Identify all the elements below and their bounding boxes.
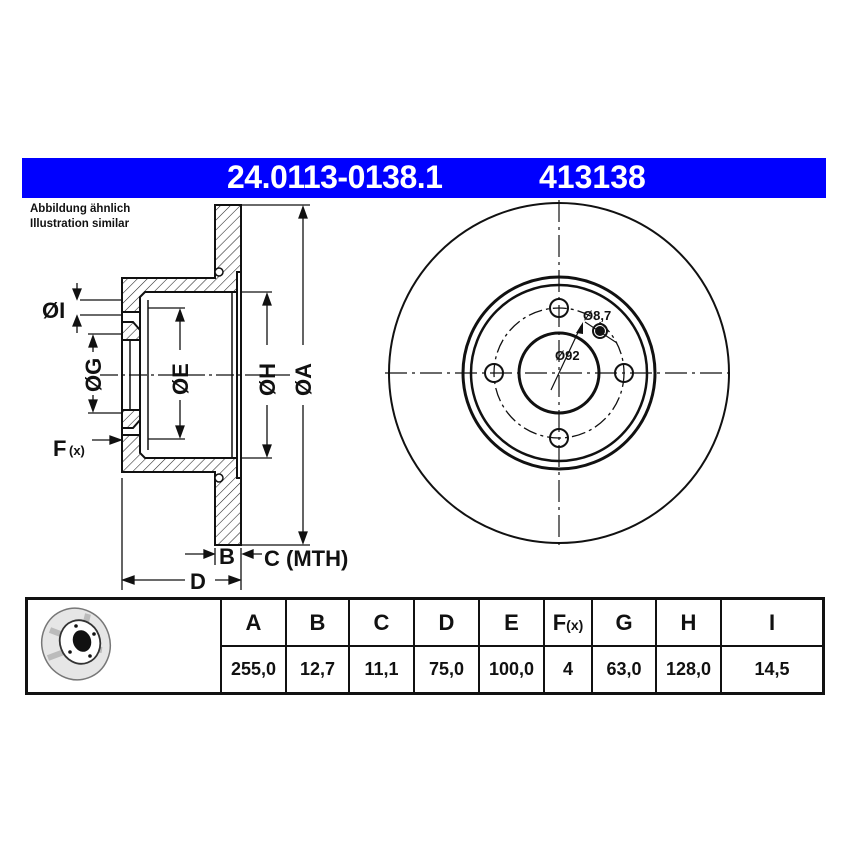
alt-part-number: 413138 [539,159,646,195]
technical-drawing: ØI ØG ØE ØH ØA F (x) B C (MTH) D Ø8,7 Ø9… [42,200,735,594]
note-german: Abbildung ähnlich [30,203,131,215]
value-A: 255,0 [220,645,287,695]
title-banner: 24.0113-0138.1 413138 [22,158,826,198]
header-G: G [591,597,657,647]
spec-table: A B C D E F(x) G H I 255,0 12,7 11,1 75,… [25,597,825,695]
header-D: D [413,597,480,647]
header-E: E [478,597,545,647]
illustration-note: Abbildung ähnlich Illustration similar [30,202,130,232]
value-F: 4 [543,645,593,695]
value-C: 11,1 [348,645,415,695]
label-B: B [219,544,235,569]
value-E: 100,0 [478,645,545,695]
header-A: A [220,597,287,647]
label-F: F [53,436,66,461]
header-H: H [655,597,722,647]
label-dia-A: ØA [291,363,316,396]
header-I: I [720,597,825,647]
label-dia-I: ØI [42,298,65,323]
part-number: 24.0113-0138.1 [227,159,443,195]
section-view [121,204,242,546]
label-dia-E: ØE [168,363,193,395]
label-bolt-hole-dia: Ø8,7 [583,308,611,323]
disc-thumbnail-cell [25,597,222,695]
header-B: B [285,597,350,647]
label-C-MTH: C (MTH) [264,546,348,571]
label-dia-G: ØG [81,358,106,392]
header-C: C [348,597,415,647]
header-F: F(x) [543,597,593,647]
label-F-sub: (x) [69,443,85,458]
label-dia-H: ØH [255,363,280,396]
note-english: Illustration similar [30,218,130,230]
value-D: 75,0 [413,645,480,695]
value-B: 12,7 [285,645,350,695]
value-G: 63,0 [591,645,657,695]
value-I: 14,5 [720,645,825,695]
label-pcd: Ø92 [555,348,580,363]
value-H: 128,0 [655,645,722,695]
brake-disc-icon [41,607,111,681]
label-D: D [190,569,206,594]
dimension-lines [72,204,310,590]
